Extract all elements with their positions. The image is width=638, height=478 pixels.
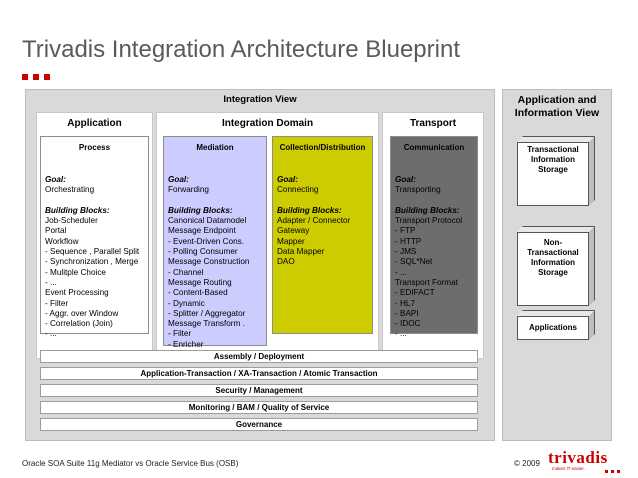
building-block-item: - FTP [395, 226, 416, 236]
building-block-item: Message Construction [168, 257, 250, 267]
building-block-item: Mapper [277, 236, 305, 246]
building-block-item: - ... [395, 329, 407, 339]
storage-label-line: Storage [538, 268, 568, 277]
integration-view-title: Integration View [223, 94, 297, 105]
security-management-bar: Security / Management [40, 384, 478, 397]
goal-value: Orchestrating [45, 185, 95, 195]
building-block-item: - Synchronization , Merge [45, 257, 139, 267]
copyright: © 2009 [514, 459, 540, 468]
building-block-item: - Event-Driven Cons. [168, 236, 244, 246]
building-block-item: - JMS [395, 247, 417, 257]
goal-label: Goal: [168, 175, 189, 184]
building-block-item: Adapter / Connector [277, 216, 351, 226]
building-block-item: - HL7 [395, 298, 416, 308]
building-block-item: - ... [45, 277, 57, 287]
trivadis-logo: trivadis makes IT easier. [548, 448, 620, 474]
storage-label-line: Transactional [527, 248, 579, 257]
building-block-item: Message Routing [168, 277, 232, 287]
building-block-item: - Content-Based [168, 288, 228, 298]
integration-view: Integration View Application Integration… [25, 89, 495, 441]
logo-dots [605, 470, 620, 473]
storage-label-line: Transactional [527, 145, 579, 154]
building-block-item: Message Endpoint [168, 226, 236, 236]
building-blocks-label: Building Blocks: [45, 205, 110, 215]
goal-value: Forwarding [168, 185, 209, 195]
collection-distribution-head: Collection/Distribution [279, 143, 366, 152]
building-block-item: - Mulitple Choice [45, 267, 106, 277]
building-block-item: DAO [277, 257, 295, 267]
title-line-1: Application and [517, 94, 597, 106]
building-block-item: Data Mapper [277, 247, 325, 257]
building-block-item: Gateway [277, 226, 310, 236]
mediation-head: Mediation [196, 143, 234, 152]
building-block-item: - IDOC [395, 319, 421, 329]
process-column: Process Goal: Orchestrating Building Blo… [40, 136, 149, 338]
goal-label: Goal: [395, 175, 416, 184]
building-blocks-label: Building Blocks: [277, 205, 342, 215]
building-block-item: - SQL*Net [395, 257, 433, 267]
building-blocks-label: Building Blocks: [168, 205, 233, 215]
storage-label-line: Information [531, 258, 575, 267]
title-accent-dots [22, 74, 50, 80]
building-block-item: - EDIFACT [395, 288, 435, 298]
building-block-item: Event Processing [45, 288, 109, 298]
goal-label: Goal: [277, 175, 298, 184]
building-block-item: Canonical Datamodel [168, 216, 247, 226]
title-line-2: Information View [514, 107, 600, 119]
building-block-item: - HTTP [395, 236, 422, 246]
building-block-item: Workflow [45, 236, 79, 246]
collection-distribution-column: Collection/Distribution Goal: Connecting… [272, 136, 373, 334]
building-block-item: - Polling Consumer [168, 247, 238, 257]
integration-domain-title: Integration Domain [221, 118, 314, 129]
storage-label-line: Storage [538, 165, 568, 174]
building-block-item: - BAPI [395, 308, 419, 318]
application-title: Application [67, 118, 122, 129]
governance-bar: Governance [40, 418, 478, 431]
transport-title: Transport [409, 118, 457, 129]
building-block-item: Transport Format [395, 277, 458, 287]
building-blocks-label: Building Blocks: [395, 205, 460, 215]
goal-value: Transporting [395, 185, 441, 195]
building-block-item: - Correlation (Join) [45, 319, 113, 329]
building-block-item: - ... [395, 267, 407, 277]
building-block-item: Transport Protocol [395, 216, 463, 226]
building-block-item: - Filter [45, 298, 69, 308]
mediation-column: Mediation Goal: Forwarding Building Bloc… [163, 136, 267, 349]
assembly-deployment-bar: Assembly / Deployment [40, 350, 478, 363]
non-transactional-storage-cube: Non- Transactional Information Storage [517, 226, 595, 306]
building-block-item: - Splitter / Aggregator [168, 308, 246, 318]
slide-title: Trivadis Integration Architecture Bluepr… [22, 36, 460, 63]
storage-label-line: Information [531, 155, 575, 164]
storage-label-line: Non- [543, 238, 563, 247]
building-block-item: Job-Scheduler [45, 216, 98, 226]
application-information-view-title: Application and Information View [503, 94, 611, 120]
applications-label: Applications [517, 316, 589, 340]
building-block-item: - Enricher [168, 339, 204, 349]
logo-tagline: makes IT easier. [552, 466, 585, 471]
footer-text: Oracle SOA Suite 11g Mediator vs Oracle … [22, 459, 239, 468]
goal-label: Goal: [45, 175, 66, 184]
building-block-item: - Filter [168, 329, 192, 339]
logo-wordmark: trivadis [548, 448, 608, 467]
building-block-item: - Dynamic [168, 298, 205, 308]
building-block-item: - ... [45, 329, 57, 339]
goal-value: Connecting [277, 185, 319, 195]
applications-cube: Applications [517, 310, 595, 340]
building-block-item: Portal [45, 226, 67, 236]
transaction-bar: Application-Transaction / XA-Transaction… [40, 367, 478, 380]
building-block-item: - Channel [168, 267, 204, 277]
communication-head: Communication [403, 143, 465, 152]
monitoring-bar: Monitoring / BAM / Quality of Service [40, 401, 478, 414]
building-block-item: - Sequence , Parallel Split [45, 247, 140, 257]
communication-column: Communication Goal: Transporting Buildin… [390, 136, 478, 338]
building-block-item: - Aggr. over Window [45, 308, 119, 318]
process-head: Process [78, 143, 111, 152]
transactional-storage-cube: Transactional Information Storage [517, 136, 595, 206]
building-block-item: Message Transform . [168, 319, 245, 329]
